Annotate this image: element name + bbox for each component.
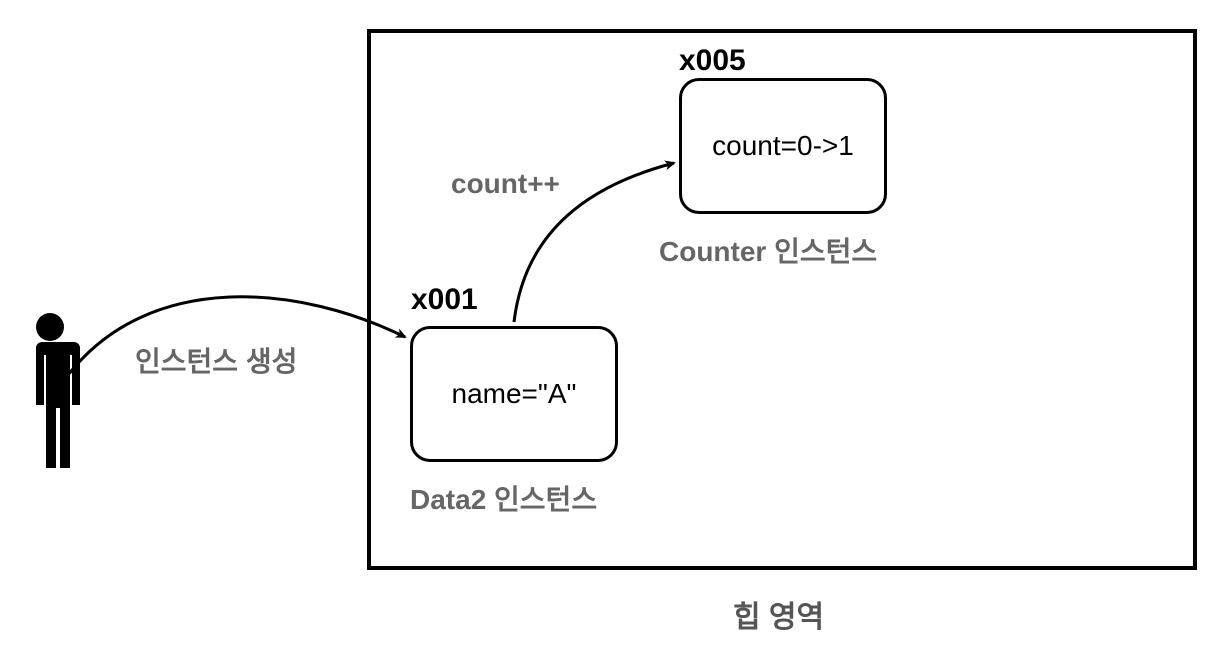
create-instance-label: 인스턴스 생성 — [135, 346, 298, 377]
heap-area-label: 힙 영역 — [733, 601, 825, 634]
counter-address: x005 — [679, 44, 746, 77]
counter-caption: Counter 인스턴스 — [659, 236, 878, 267]
count-increment-arrow — [512, 160, 676, 323]
data2-caption: Data2 인스턴스 — [410, 484, 598, 515]
data2-content: name="A" — [451, 378, 577, 409]
person-icon — [26, 313, 80, 468]
data2-address: x001 — [411, 283, 478, 316]
increment-label: count++ — [451, 168, 560, 199]
heap-area — [367, 29, 1197, 570]
counter-content: count=0->1 — [712, 130, 854, 161]
data2-instance-box: name="A" — [410, 326, 618, 462]
counter-instance-box: count=0->1 — [679, 78, 887, 214]
create-instance-arrow — [66, 295, 407, 376]
